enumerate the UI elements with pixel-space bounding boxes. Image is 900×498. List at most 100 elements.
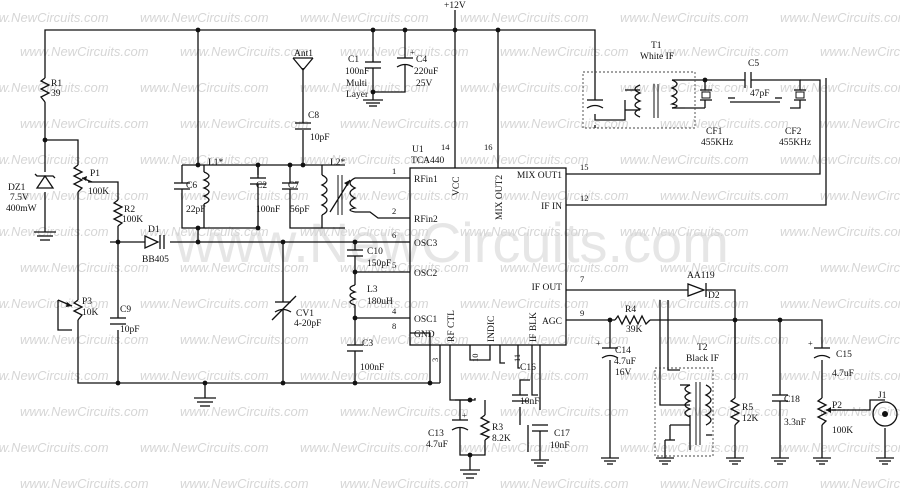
watermark-text: www.NewCircuits.com <box>20 260 149 275</box>
watermark-text: www.NewCircuits.com <box>500 332 629 347</box>
p2-ref: P2 <box>832 401 842 411</box>
ic-pin-number: 15 <box>580 162 589 172</box>
watermark-text: www.NewCircuits.com <box>0 80 109 95</box>
watermark-text: www.NewCircuits.com <box>660 404 789 419</box>
l1-ref: L1* <box>208 158 224 168</box>
c2-value: 100nF <box>256 205 280 215</box>
watermark-text: www.NewCircuits.com <box>660 260 789 275</box>
ic-pin-number: 10 <box>470 354 480 363</box>
watermark-text: www.NewCircuits.com <box>340 332 469 347</box>
watermark-text: www.NewCircuits.com <box>140 10 269 25</box>
watermark-text: www.NewCircuits.com <box>180 332 309 347</box>
watermark-text: www.NewCircuits.com <box>180 260 309 275</box>
watermark-text: www.NewCircuits.com <box>300 80 429 95</box>
watermark-text: www.NewCircuits.com <box>660 188 789 203</box>
watermark-text: www.NewCircuits.com <box>300 10 429 25</box>
watermark: www.NewCircuits.com www.NewCircuits.com w… <box>0 10 900 491</box>
t1-ref: T1 <box>651 41 662 51</box>
capacitor-c14: + <box>596 338 619 359</box>
ic-pin-name: GND <box>414 330 435 340</box>
watermark-text: www.NewCircuits.com <box>140 152 269 167</box>
watermark-text: www.NewCircuits.com <box>460 80 589 95</box>
watermark-text: www.NewCircuits.com <box>300 296 429 311</box>
watermark-text: www.NewCircuits.com <box>500 476 629 491</box>
p2-value: 100K <box>832 426 853 436</box>
watermark-text: www.NewCircuits.com <box>340 260 469 275</box>
watermark-text: www.NewCircuits.com <box>620 80 749 95</box>
watermark-text: www.NewCircuits.com <box>620 368 749 383</box>
c1-ref: C1 <box>348 55 359 65</box>
c9-value: 10pF <box>120 325 140 335</box>
potentiometer-p1 <box>72 164 93 193</box>
c13-value: 4.7uF <box>426 440 448 450</box>
ic-pin-number: 6 <box>392 230 396 240</box>
resistor-r4 <box>614 314 651 326</box>
watermark-text: www.NewCircuits.com <box>20 332 149 347</box>
c2-ref: C2 <box>256 181 267 191</box>
watermark-text: www.NewCircuits.com <box>20 476 149 491</box>
ic-ref: U1 <box>412 145 424 155</box>
capacitor-c1 <box>365 61 381 76</box>
ic-pin-name: RFin2 <box>414 215 438 225</box>
r2-value: 100K <box>122 215 143 225</box>
ic-pin-name: MIX OUT1 <box>517 171 562 181</box>
watermark-text: www.NewCircuits.com <box>780 10 900 25</box>
capacitor-c9 <box>110 317 126 325</box>
l3-value: 180uH <box>367 297 393 307</box>
t2-ref: T2 <box>697 343 708 353</box>
junctions <box>42 27 783 458</box>
capacitor-c5 <box>744 72 760 88</box>
ic-tca440 <box>409 167 567 346</box>
t2-value: Black IF <box>686 354 719 364</box>
c7-value: 56pF <box>290 205 310 215</box>
svg-text:+: + <box>462 410 467 420</box>
watermark-text: www.NewCircuits.com <box>780 368 900 383</box>
watermark-text: www.NewCircuits.com <box>340 476 469 491</box>
r5-ref: R5 <box>742 403 753 413</box>
wires <box>34 10 886 479</box>
c6-value: 22pF <box>186 205 206 215</box>
r1-ref: R1 <box>51 79 62 89</box>
r1-value: 39 <box>51 89 61 99</box>
watermark-text: www.NewCircuits.com <box>820 44 900 59</box>
r3-ref: R3 <box>492 423 503 433</box>
watermark-text: www.NewCircuits.com <box>300 368 429 383</box>
svg-text:+: + <box>410 47 415 57</box>
ic-pin-name: IF IN <box>541 202 562 212</box>
c5-ref: C5 <box>748 59 759 69</box>
capacitor-c16 <box>512 394 528 402</box>
watermark-text: www.NewCircuits.com <box>660 332 789 347</box>
cv1-ref: CV1 <box>296 309 314 319</box>
watermark-text: www.NewCircuits.com <box>780 440 900 455</box>
p3-value: 10K <box>82 308 99 318</box>
watermark-text: www.NewCircuits.com <box>20 404 149 419</box>
ic-pin-number: 9 <box>580 308 584 318</box>
watermark-text: www.NewCircuits.com <box>300 152 429 167</box>
ic-part: TCA440 <box>411 156 445 166</box>
r4-value: 39K <box>626 325 643 335</box>
watermark-text: www.NewCircuits.com <box>820 188 900 203</box>
antenna-icon <box>292 57 314 72</box>
r5-value: 12K <box>742 414 759 424</box>
c1-value: 100nF <box>345 67 369 77</box>
varicap-d1 <box>144 234 165 250</box>
ic-pin-name: IF OUT <box>532 283 563 293</box>
c16-value: 10nF <box>520 397 540 407</box>
ceramic-filter-cf1 <box>700 89 712 101</box>
potentiometer-p2 <box>816 397 836 426</box>
watermark-text: www.NewCircuits.com <box>820 476 900 491</box>
watermark-text: www.NewCircuits.com <box>460 224 589 239</box>
watermark-text: www.NewCircuits.com <box>460 296 589 311</box>
watermark-text: www.NewCircuits.com <box>780 224 900 239</box>
j1-ref: J1 <box>878 391 887 401</box>
c8-value: 10pF <box>310 133 330 143</box>
watermark-text: www.NewCircuits.com <box>660 44 789 59</box>
ic-pin-name: VCC <box>452 176 462 196</box>
watermark-text: www.NewCircuits.com <box>500 260 629 275</box>
watermark-text: www.NewCircuits.com <box>140 80 269 95</box>
capacitor-c13: + <box>451 410 469 440</box>
potentiometer-p3 <box>57 299 84 321</box>
c13-ref: C13 <box>428 429 444 439</box>
